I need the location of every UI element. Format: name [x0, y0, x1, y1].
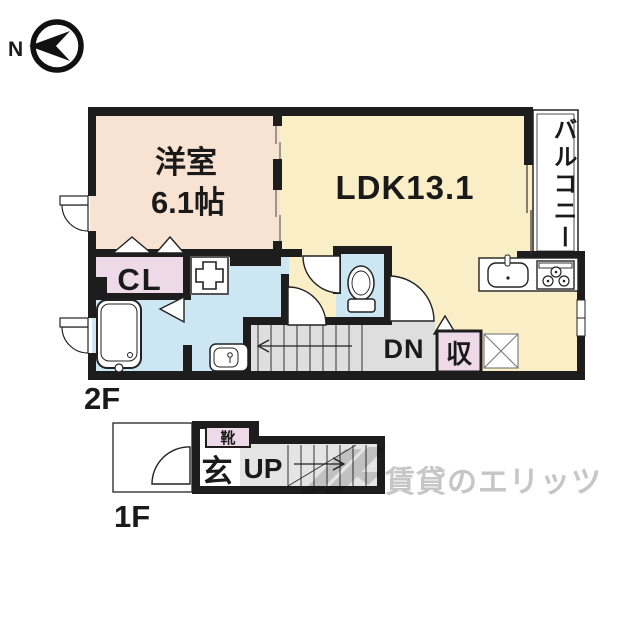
bathroom-door-triangle: [158, 295, 185, 324]
walls-1f: [192, 421, 385, 494]
door-arcs: [287, 255, 435, 326]
entry-door-arc: [151, 446, 191, 485]
stairs-down-label: DN: [384, 334, 425, 364]
ldk-label: LDK13.1: [335, 169, 474, 206]
kitchen-counter: [478, 254, 579, 292]
north-compass-icon: [29, 19, 84, 73]
sink-icon: [487, 254, 529, 288]
closet-label: CL: [117, 262, 162, 297]
room-closet: [92, 249, 188, 298]
watermark-logo-icon: [300, 447, 386, 494]
washing-machine-pan-icon: [190, 256, 229, 295]
floor2-label: 2F: [84, 381, 120, 416]
north-label: N: [8, 38, 23, 61]
youshitsu-label: 洋室: [155, 145, 217, 180]
sliding-door-lines: [275, 126, 281, 241]
door-arc-ldk: [389, 275, 435, 322]
stairs-down-arrow-icon: [256, 339, 352, 353]
refrigerator-space-icon: [483, 333, 519, 369]
room-youshitsu: [90, 109, 280, 255]
room-ldk-upper: [280, 109, 533, 257]
balcony: [532, 109, 579, 256]
bathtub-icon: [96, 299, 142, 373]
door-arc-hall: [302, 255, 341, 294]
shoe-box: [205, 426, 251, 448]
washbasin-icon: [209, 343, 249, 372]
balcony-window: [526, 165, 532, 255]
youshitsu-size-label: 6.1帖: [151, 185, 225, 220]
toilet-icon: [347, 265, 376, 313]
entrance-label: 玄: [202, 454, 233, 489]
stairs-up-label: UP: [244, 453, 283, 484]
closet-door-triangle: [111, 236, 153, 254]
door-arc-washroom: [287, 286, 327, 326]
stairs-down: [245, 319, 435, 372]
balcony-label: バルコニー: [549, 117, 576, 252]
shoe-box-label: 靴: [220, 429, 235, 447]
stove-icon: [536, 260, 575, 290]
window-youshitsu: [59, 195, 89, 232]
watermark-text: 賃貸のエリッツ: [385, 466, 602, 499]
storage-box: [435, 329, 483, 374]
closet-door-triangle: [154, 235, 186, 254]
window-kitchen: [576, 299, 586, 337]
window-bathroom: [59, 317, 89, 354]
storage-label: 収: [446, 339, 473, 369]
floor1-label: 1F: [114, 499, 150, 534]
